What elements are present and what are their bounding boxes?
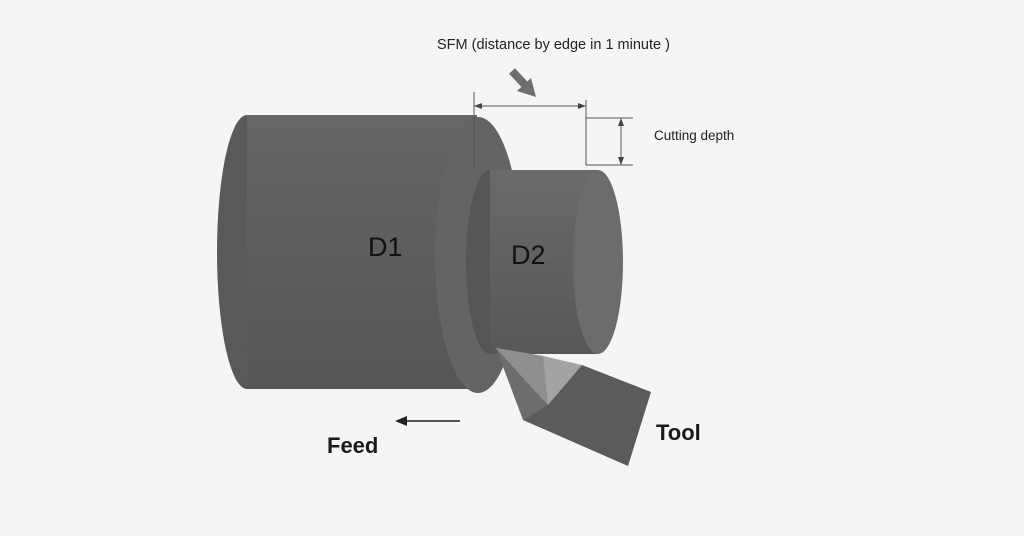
d1-label: D1	[368, 232, 403, 262]
sfm-pointer-icon	[509, 68, 536, 97]
depth-arrowhead-bottom	[618, 157, 624, 165]
d2-label: D2	[511, 240, 546, 270]
feed-arrow-icon	[395, 416, 460, 426]
d2-right-face	[573, 170, 623, 354]
dimension-lines	[473, 92, 633, 170]
tool-rake-face	[496, 348, 548, 420]
sfm-arrowhead-right	[578, 103, 586, 109]
tool-tip-shadow	[496, 348, 548, 405]
dimension-arrowheads	[474, 103, 624, 165]
cutting-tool	[496, 348, 651, 466]
cutting-depth-label: Cutting depth	[654, 128, 735, 143]
feed-label: Feed	[327, 433, 379, 458]
workpiece-d2	[466, 170, 623, 354]
depth-arrowhead-top	[618, 118, 624, 126]
tool-label: Tool	[656, 420, 701, 445]
sfm-label: SFM (distance by edge in 1 minute )	[437, 37, 670, 53]
sfm-arrowhead-left	[474, 103, 482, 109]
